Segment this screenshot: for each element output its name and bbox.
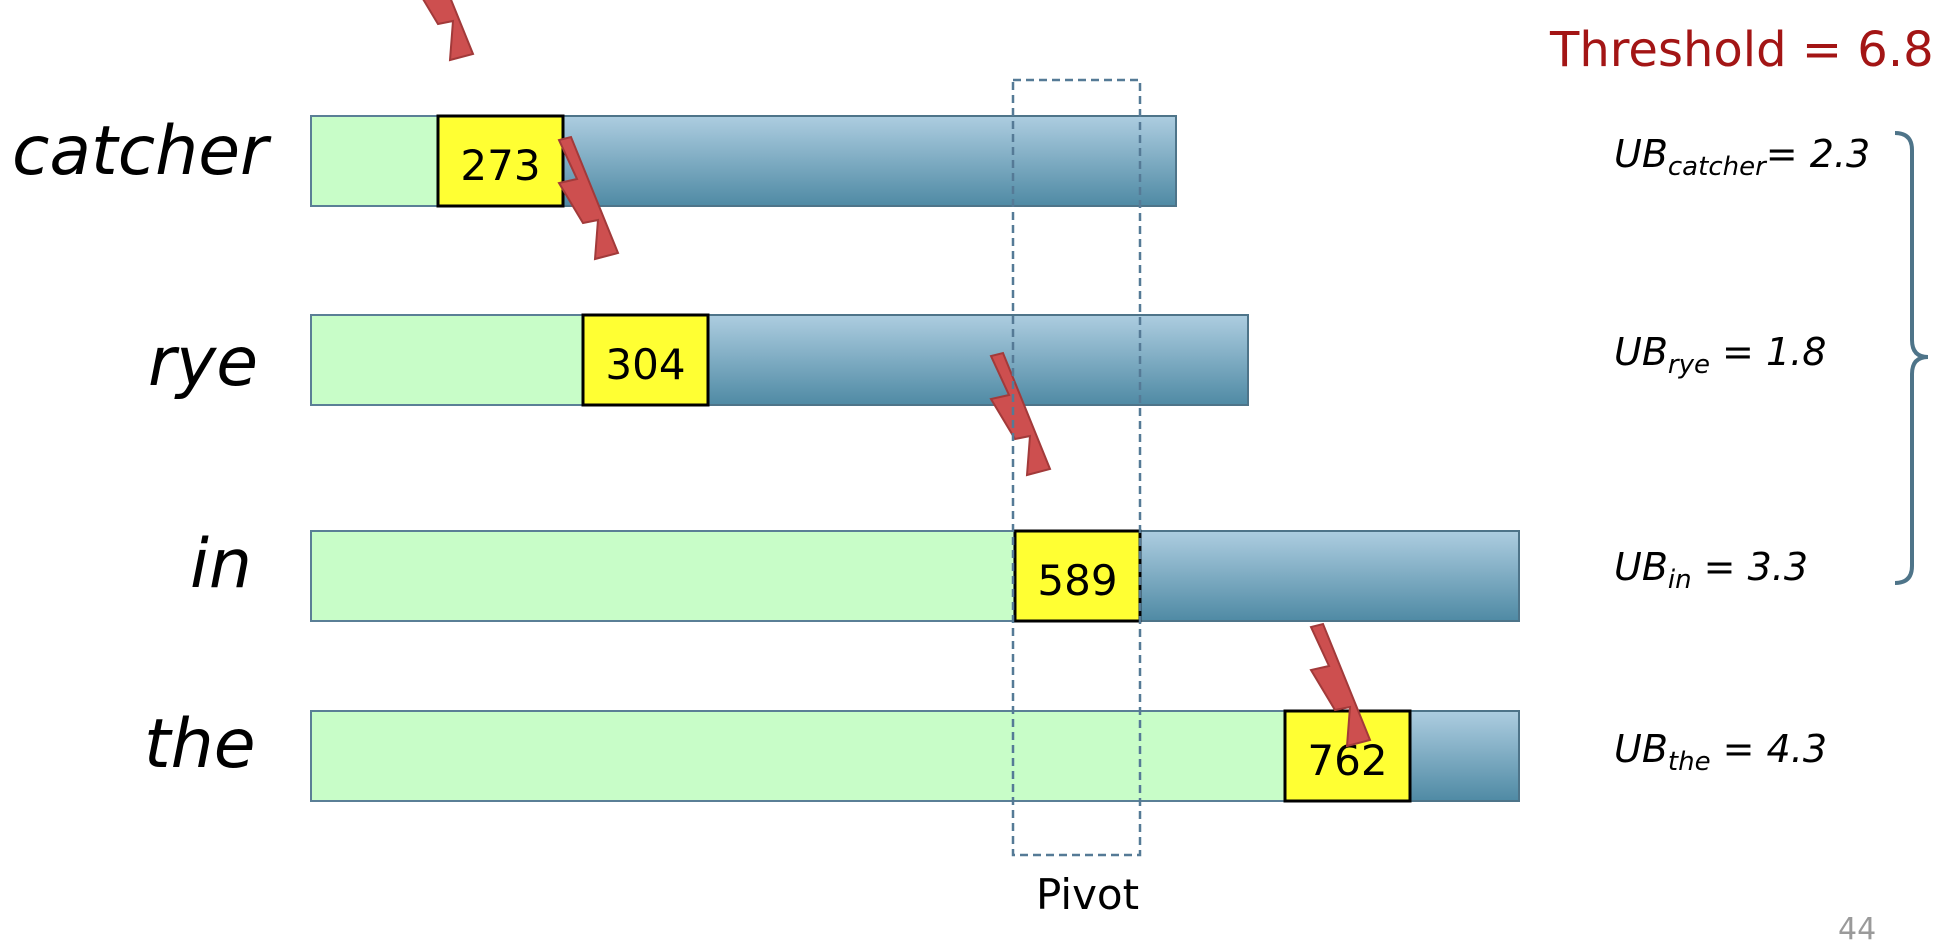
ub-the: UBthe = 4.3 bbox=[1614, 727, 1827, 777]
threshold-label: Threshold = 6.8 bbox=[1550, 22, 1934, 78]
ub-catcher: UBcatcher= 2.3 bbox=[1614, 132, 1871, 182]
scanned-segment bbox=[310, 710, 1286, 802]
lightning-bolt-icon bbox=[989, 351, 1052, 477]
ub-in: UBin = 3.3 bbox=[1614, 545, 1809, 595]
term-catcher: catcher bbox=[12, 112, 268, 191]
scanned-segment bbox=[310, 530, 1016, 622]
pointer-box bbox=[436, 114, 565, 208]
term-the: the bbox=[144, 705, 256, 784]
scanned-segment bbox=[310, 115, 439, 207]
pivot-label: Pivot bbox=[1036, 870, 1140, 919]
term-in: in bbox=[190, 525, 252, 604]
pivot-column bbox=[1011, 78, 1142, 857]
scanned-segment bbox=[310, 314, 584, 406]
pointer-box bbox=[1013, 529, 1142, 623]
lightning-bolt-icon bbox=[1309, 622, 1372, 748]
pointer-box bbox=[581, 313, 710, 407]
pointer-value: 273 bbox=[460, 141, 540, 190]
remaining-segment bbox=[707, 314, 1249, 406]
lightning-bolt-icon bbox=[557, 135, 620, 261]
remaining-segment bbox=[562, 115, 1177, 207]
pointer-value: 304 bbox=[605, 340, 685, 389]
posting-list-the: 762 bbox=[310, 622, 1520, 803]
remaining-segment bbox=[1409, 710, 1520, 802]
posting-list-in: 589 bbox=[310, 351, 1520, 623]
lightning-bolt-icon bbox=[422, 0, 475, 62]
ub-group-brace bbox=[1894, 131, 1929, 585]
term-rye: rye bbox=[148, 323, 259, 402]
pointer-value: 589 bbox=[1037, 556, 1117, 605]
pointer-box bbox=[1283, 709, 1412, 803]
posting-list-rye: 304 bbox=[310, 135, 1249, 407]
posting-list-catcher: 273 bbox=[310, 0, 1177, 208]
remaining-segment bbox=[1139, 530, 1520, 622]
ub-rye: UBrye = 1.8 bbox=[1614, 330, 1827, 380]
